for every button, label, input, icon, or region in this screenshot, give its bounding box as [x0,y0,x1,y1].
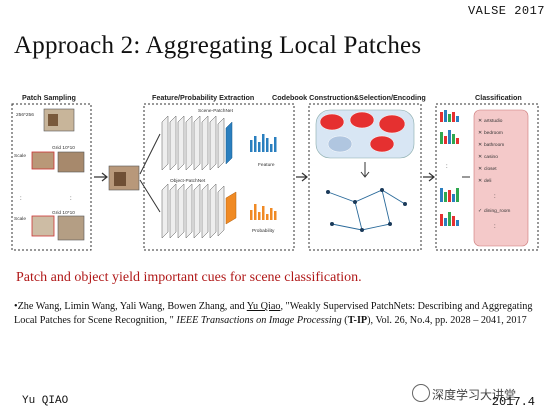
cluster-blue-1 [327,135,353,153]
svg-text:✕: ✕ [478,178,482,184]
grid-label-2: Grid 10*10 [52,210,75,216]
svg-text:✕: ✕ [478,130,482,136]
scale-label-1: Scale [14,153,26,159]
class-artstudio: artstudio [484,118,503,124]
svg-text::: : [494,194,496,200]
feature-label: Feature [258,162,275,168]
class-bedroom: bedroom [484,130,503,136]
pipeline-figure: Patch Sampling Feature/Probability Extra… [11,93,539,251]
section-label-feature-extraction: Feature/Probability Extraction [152,93,254,102]
probability-bars [250,204,277,220]
encoding-graph [326,188,407,232]
arrow-1 [94,172,108,182]
scene-patchnet-label: Scene-PatchNet [198,108,234,114]
codebook-box [308,103,422,251]
cluster-red-2 [349,111,375,129]
scene-patchnet [161,115,233,171]
svg-text::: : [446,164,448,170]
section-label-classification: Classification [475,93,522,102]
svg-text:✕: ✕ [478,166,482,172]
footer-author: Yu QIAO [22,395,69,407]
arrow-3 [423,172,435,182]
section-label-codebook: Codebook Construction&Selection/Encoding [272,93,426,102]
feature-bars [250,134,277,152]
claim-text: Patch and object yield important cues fo… [16,270,362,285]
citation-underlined-author: Yu Qiao [246,301,281,312]
svg-text:✕: ✕ [478,154,482,160]
citation: •Zhe Wang, Limin Wang, Yali Wang, Bowen … [14,300,534,328]
patch-sampling-box [11,103,92,251]
slide-title: Approach 2: Aggregating Local Patches [14,32,422,59]
object-patchnet [161,183,237,239]
grid-label-1: Grid 10*10 [52,145,75,151]
svg-text:✓: ✓ [478,208,482,214]
citation-bullet: • [14,301,18,312]
class-deli: deli [484,178,491,184]
cluster-red-3 [378,114,406,134]
class-bathroom: bathroom [484,142,504,148]
scale-patch-1 [31,151,55,170]
split-lines [139,133,161,213]
class-closet: closet [484,166,497,172]
class-list-panel [473,109,529,247]
svg-text:✕: ✕ [478,118,482,124]
dots-label: : [20,196,22,202]
scale-patch-2 [31,215,55,237]
class-casino: casino [484,154,498,160]
class-dining-room: dining_room [484,208,510,214]
section-label-patch-sampling: Patch Sampling [22,93,76,102]
citation-title: , "Weakly Supervised PatchNets: Describi… [14,301,533,326]
citation-rest: ), Vol. 26, No.4, pp. 2028 – 2041, 2017 [367,315,527,326]
scale-image-2 [57,215,85,241]
svg-text:✕: ✕ [478,142,482,148]
footer-date: 2017.4 [491,395,535,409]
object-patchnet-label: Object-PatchNet [170,178,206,184]
citation-abbrev: T-IP [347,315,368,326]
svg-text::: : [494,224,496,230]
encoded-bars [440,110,459,226]
scale-image-1 [57,151,85,173]
venue-label: VALSE 2017 [467,4,545,18]
cluster-red-1 [319,113,345,131]
arrow-2 [296,172,308,182]
wechat-icon [412,384,430,402]
citation-journal: IEEE Transactions on Image Processing [176,315,342,326]
probability-label: Probability [252,228,275,234]
patch-size-label: 256*256 [16,112,34,118]
scale-label-2: Scale [14,216,26,222]
citation-authors: Zhe Wang, Limin Wang, Yali Wang, Bowen Z… [17,301,247,312]
cluster-red-4 [369,135,395,153]
codebook-arrow-down [360,162,370,178]
citation-abbrev-open: ( [341,315,348,326]
watermark: 深度学习大讲堂 [432,388,517,402]
svg-text::: : [70,196,72,202]
